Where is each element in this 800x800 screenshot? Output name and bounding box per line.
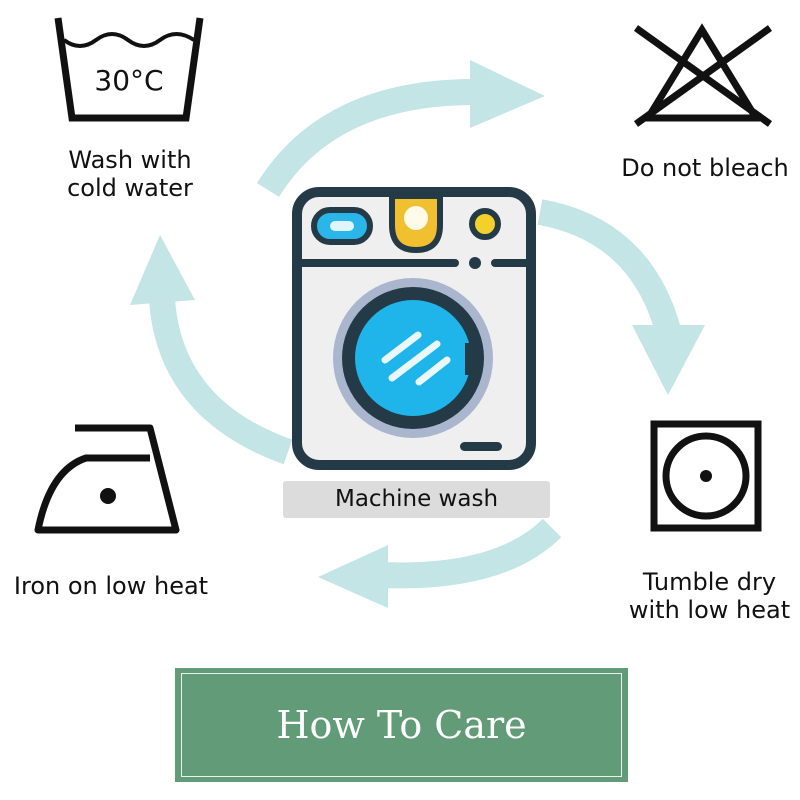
tumble-dry-label-line2: with low heat: [628, 596, 791, 624]
tumble-dry-label: Tumble dry with low heat: [612, 568, 800, 624]
arrowhead-bottom: [318, 545, 388, 608]
arrowhead-right: [632, 325, 705, 395]
wash-label: Wash with cold water: [40, 146, 220, 202]
bleach-label: Do not bleach: [621, 154, 789, 182]
arrow-top: [256, 78, 481, 198]
arrowhead-top: [470, 60, 545, 128]
iron-icon: [34, 424, 180, 534]
arrow-bottom: [379, 518, 562, 589]
tumble-dry-label-line1: Tumble dry: [642, 568, 777, 596]
wash-temperature: 30°C: [94, 64, 163, 97]
tumble-dry-icon: [650, 420, 762, 532]
how-to-care-banner: How To Care: [175, 668, 628, 782]
wash-label-line2: cold water: [67, 174, 193, 202]
arrowhead-left: [130, 235, 195, 305]
machine-wash-label: Machine wash: [283, 481, 550, 518]
wash-label-line1: Wash with: [68, 146, 192, 174]
banner-title: How To Care: [181, 673, 622, 777]
iron-label: Iron on low heat: [13, 572, 209, 600]
arrow-right: [537, 199, 681, 334]
arrow-left: [149, 298, 293, 465]
no-bleach-icon: [633, 23, 773, 127]
wash-tub-icon: [54, 17, 204, 122]
washing-machine-icon: [292, 187, 536, 470]
